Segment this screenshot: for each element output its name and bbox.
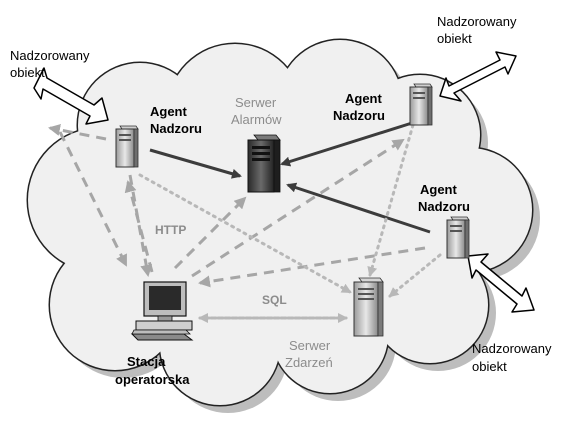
agent-label-right: Nadzoru [418, 199, 470, 214]
agent-label-top-right: Nadzoru [333, 108, 385, 123]
monitored-object-label-top-right: obiekt [437, 31, 472, 46]
computer-workstation-icon [130, 281, 194, 341]
server-tower-icon [115, 125, 139, 168]
dashed-arrows [48, 124, 426, 288]
alarm-server-icon [247, 134, 281, 193]
agent-label-top-right: Agent [345, 91, 383, 106]
block-arrow-top-right [439, 51, 517, 102]
agent-label-left: Agent [150, 104, 188, 119]
alarm-server-label: Alarmów [231, 112, 282, 127]
block-arrow-top-left [33, 67, 109, 125]
monitored-object-label-top-left: obiekt [10, 65, 45, 80]
dotted-arrows [138, 123, 442, 323]
operator-station-label: operatorska [115, 372, 190, 387]
server-tower-icon [409, 83, 433, 126]
sql-protocol-label: SQL [262, 293, 287, 307]
event-server-label: Serwer [289, 338, 331, 353]
http-protocol-label: HTTP [155, 223, 186, 237]
monitored-object-label-bottom-right: Nadzorowany [472, 341, 552, 356]
event-server-label: Zdarzeń [285, 355, 333, 370]
alarm-server-label: Serwer [235, 95, 277, 110]
monitored-object-label-bottom-right: obiekt [472, 359, 507, 374]
server-tower-icon [446, 216, 470, 259]
agent-label-right: Agent [420, 182, 458, 197]
cloud-fill [28, 40, 532, 405]
dark-arrows [149, 121, 431, 234]
monitored-object-label-top-right: Nadzorowany [437, 14, 517, 29]
monitored-object-label-top-left: Nadzorowany [10, 48, 90, 63]
operator-station-label: Stacja [127, 354, 166, 369]
block-arrow-bottom-right [467, 253, 535, 313]
agent-label-left: Nadzoru [150, 121, 202, 136]
event-server-icon [353, 277, 384, 337]
